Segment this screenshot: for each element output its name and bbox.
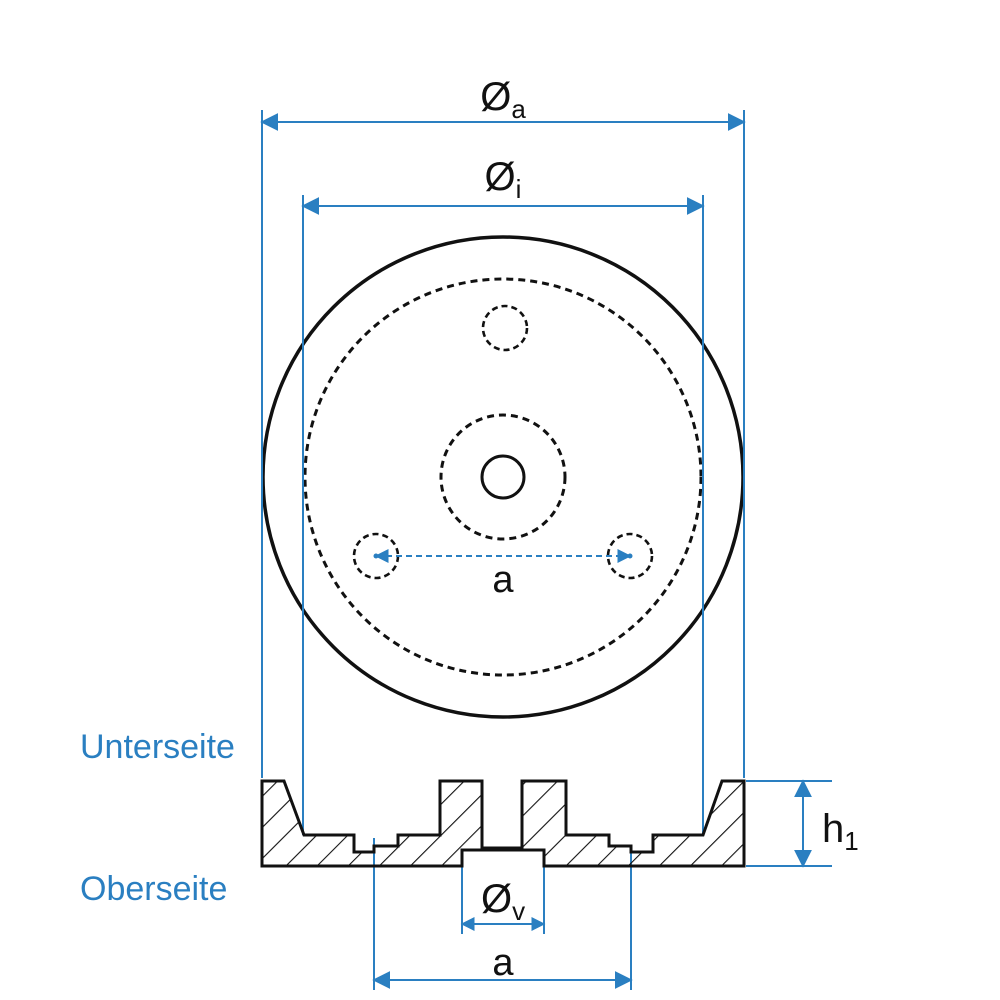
cross-section bbox=[260, 779, 746, 868]
topside-label: Oberseite bbox=[80, 870, 227, 908]
underside-label: Unterseite bbox=[80, 728, 235, 766]
hub-circle-dashed bbox=[439, 413, 567, 541]
dimensions: Øa Øi h1 Øv a bbox=[260, 75, 859, 990]
hole-spacing-label-top: a bbox=[492, 559, 514, 601]
outer-circle bbox=[261, 235, 745, 719]
bore-diameter-label: Øv bbox=[481, 877, 525, 926]
section-body bbox=[260, 779, 746, 868]
inner-circle-dashed bbox=[303, 277, 703, 677]
hole-spacing-label-bottom: a bbox=[492, 942, 514, 984]
outer-diameter-label: Øa bbox=[480, 75, 526, 124]
height-label: h1 bbox=[822, 807, 859, 856]
inner-diameter-label: Øi bbox=[485, 155, 522, 204]
hole-right bbox=[606, 532, 654, 580]
hole-top bbox=[481, 304, 529, 352]
center-bore bbox=[480, 454, 526, 500]
top-view: a bbox=[261, 235, 745, 719]
